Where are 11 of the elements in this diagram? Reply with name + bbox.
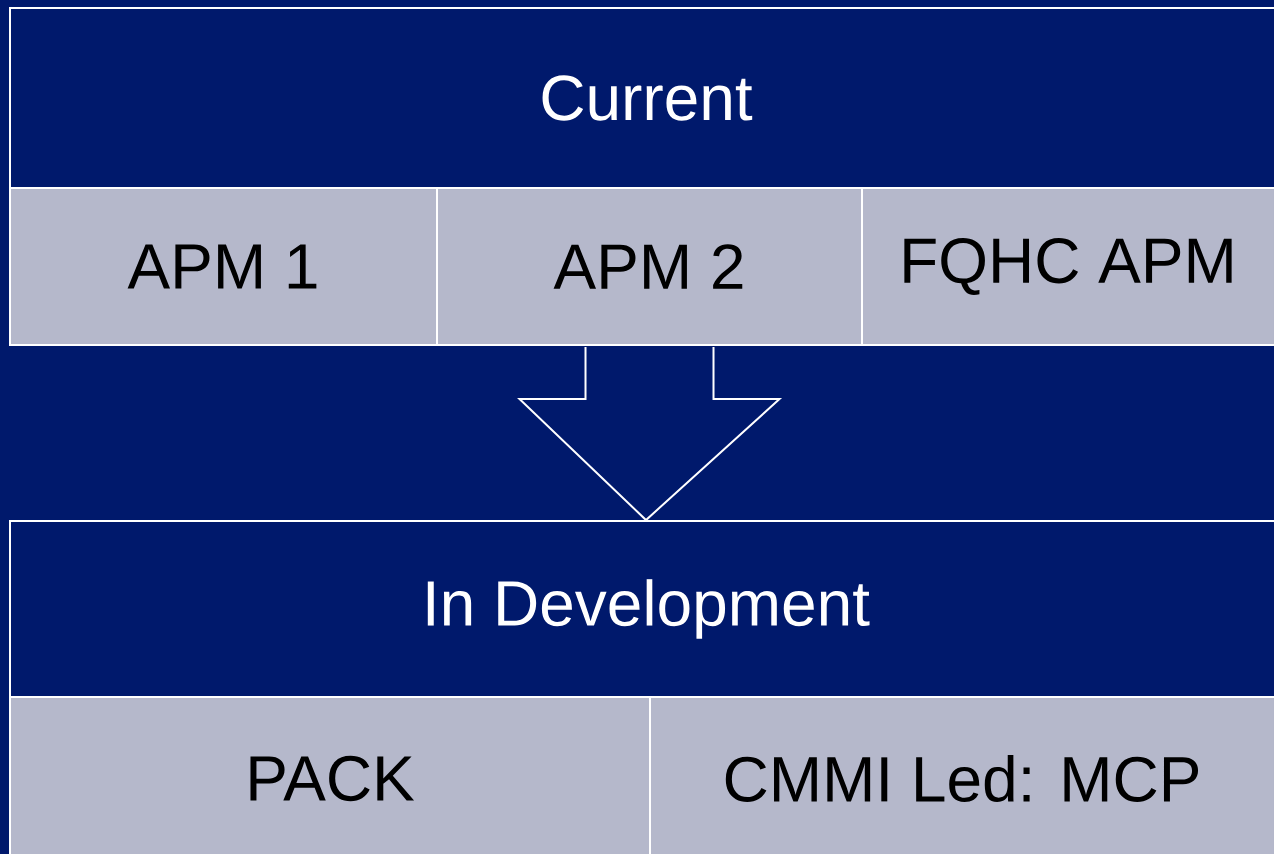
node-label: CMMI Led: MCP bbox=[725, 755, 1199, 803]
header-band: In Development bbox=[9, 520, 1274, 698]
model-cell: FQHC APM bbox=[861, 187, 1274, 346]
model-cell: APM 1 bbox=[9, 187, 438, 346]
header-band: Current bbox=[9, 7, 1274, 189]
node-label: PACK bbox=[250, 755, 415, 802]
model-cell: CMMI Led: MCP bbox=[649, 696, 1274, 854]
node-label: FQHC APM bbox=[904, 238, 1232, 295]
model-cell: APM 2 bbox=[436, 187, 863, 346]
block-arrow bbox=[517, 346, 783, 522]
model-cell: PACK bbox=[9, 696, 651, 854]
